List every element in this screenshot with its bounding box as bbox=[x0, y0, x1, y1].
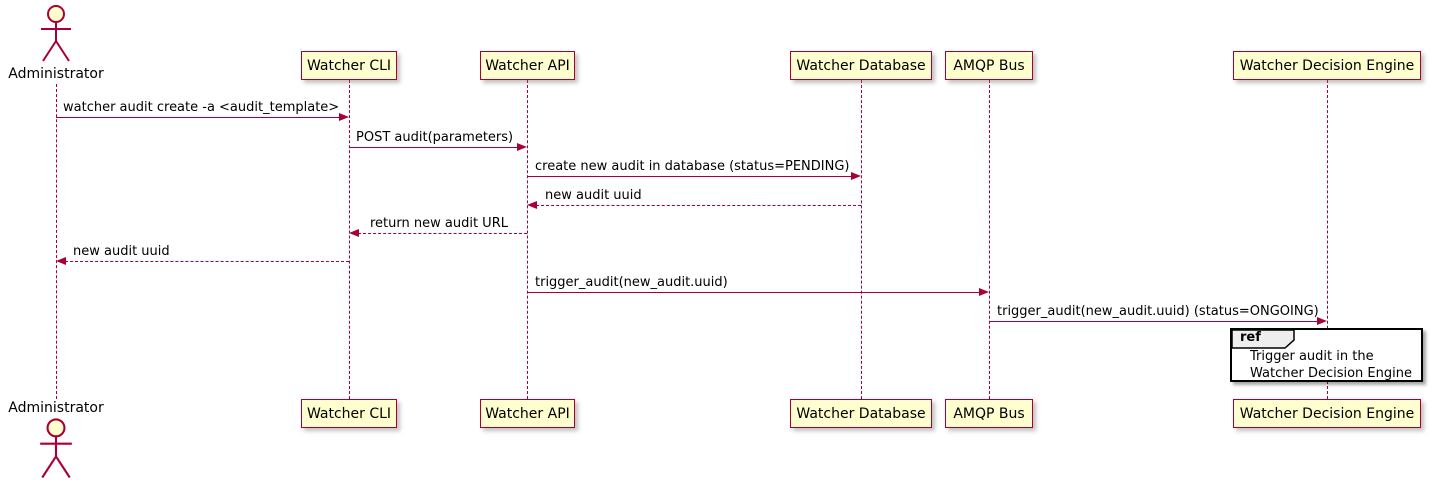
participant-watcher-database-top: Watcher Database bbox=[790, 51, 932, 80]
ref-header-pentagon-icon bbox=[1232, 330, 1295, 349]
participant-watcher-database-bottom: Watcher Database bbox=[790, 399, 932, 428]
message-8-line bbox=[989, 321, 1317, 322]
ref-fragment: ref Trigger audit in the Watcher Decisio… bbox=[1230, 328, 1423, 382]
message-7-arrowhead-icon bbox=[979, 288, 989, 296]
message-1-arrowhead-icon bbox=[339, 113, 349, 121]
message-5-label: return new audit URL bbox=[370, 216, 508, 231]
lifeline-watcher-database bbox=[861, 80, 862, 399]
message-5-line bbox=[358, 233, 527, 234]
message-2-line bbox=[349, 147, 517, 148]
message-3-label: create new audit in database (status=PEN… bbox=[535, 159, 850, 174]
participant-watcher-api-bottom: Watcher API bbox=[480, 399, 575, 428]
message-6-label: new audit uuid bbox=[73, 244, 170, 259]
ref-text-line-1: Trigger audit in the bbox=[1250, 349, 1374, 364]
participant-amqp-bus-bottom: AMQP Bus bbox=[945, 399, 1033, 428]
message-8-label: trigger_audit(new_audit.uuid) (status=ON… bbox=[997, 304, 1319, 319]
message-4-label: new audit uuid bbox=[545, 188, 642, 203]
message-5-arrowhead-icon bbox=[349, 229, 359, 237]
participant-watcher-api-top: Watcher API bbox=[480, 51, 575, 80]
lifeline-watcher-cli bbox=[349, 80, 350, 399]
message-1-line bbox=[56, 117, 339, 118]
administrator-actor-icon-bottom bbox=[40, 418, 72, 479]
message-7-line bbox=[527, 292, 979, 293]
message-4-arrowhead-icon bbox=[527, 201, 537, 209]
lifeline-watcher-api bbox=[527, 80, 528, 399]
lifeline-amqp-bus bbox=[989, 80, 990, 399]
message-6-arrowhead-icon bbox=[56, 257, 66, 265]
participant-watcher-decision-engine-top: Watcher Decision Engine bbox=[1233, 51, 1421, 80]
message-2-label: POST audit(parameters) bbox=[356, 130, 514, 145]
ref-keyword: ref bbox=[1240, 330, 1261, 345]
message-4-line bbox=[536, 205, 861, 206]
message-3-arrowhead-icon bbox=[851, 172, 861, 180]
lifeline-watcher-decision-engine bbox=[1327, 80, 1328, 399]
lifeline-administrator bbox=[56, 84, 57, 399]
message-6-line bbox=[65, 261, 349, 262]
administrator-label-top: Administrator bbox=[8, 66, 104, 82]
message-2-arrowhead-icon bbox=[517, 143, 527, 151]
participant-watcher-cli-bottom: Watcher CLI bbox=[301, 399, 397, 428]
message-1-label: watcher audit create -a <audit_template> bbox=[63, 100, 340, 115]
administrator-label-bottom: Administrator bbox=[8, 400, 104, 416]
participant-watcher-decision-engine-bottom: Watcher Decision Engine bbox=[1233, 399, 1421, 428]
message-3-line bbox=[527, 176, 851, 177]
message-7-label: trigger_audit(new_audit.uuid) bbox=[535, 275, 728, 290]
message-8-arrowhead-icon bbox=[1317, 317, 1327, 325]
participant-amqp-bus-top: AMQP Bus bbox=[945, 51, 1033, 80]
ref-text-line-2: Watcher Decision Engine bbox=[1250, 366, 1412, 381]
administrator-actor-icon bbox=[41, 5, 71, 62]
participant-watcher-cli-top: Watcher CLI bbox=[301, 51, 397, 80]
